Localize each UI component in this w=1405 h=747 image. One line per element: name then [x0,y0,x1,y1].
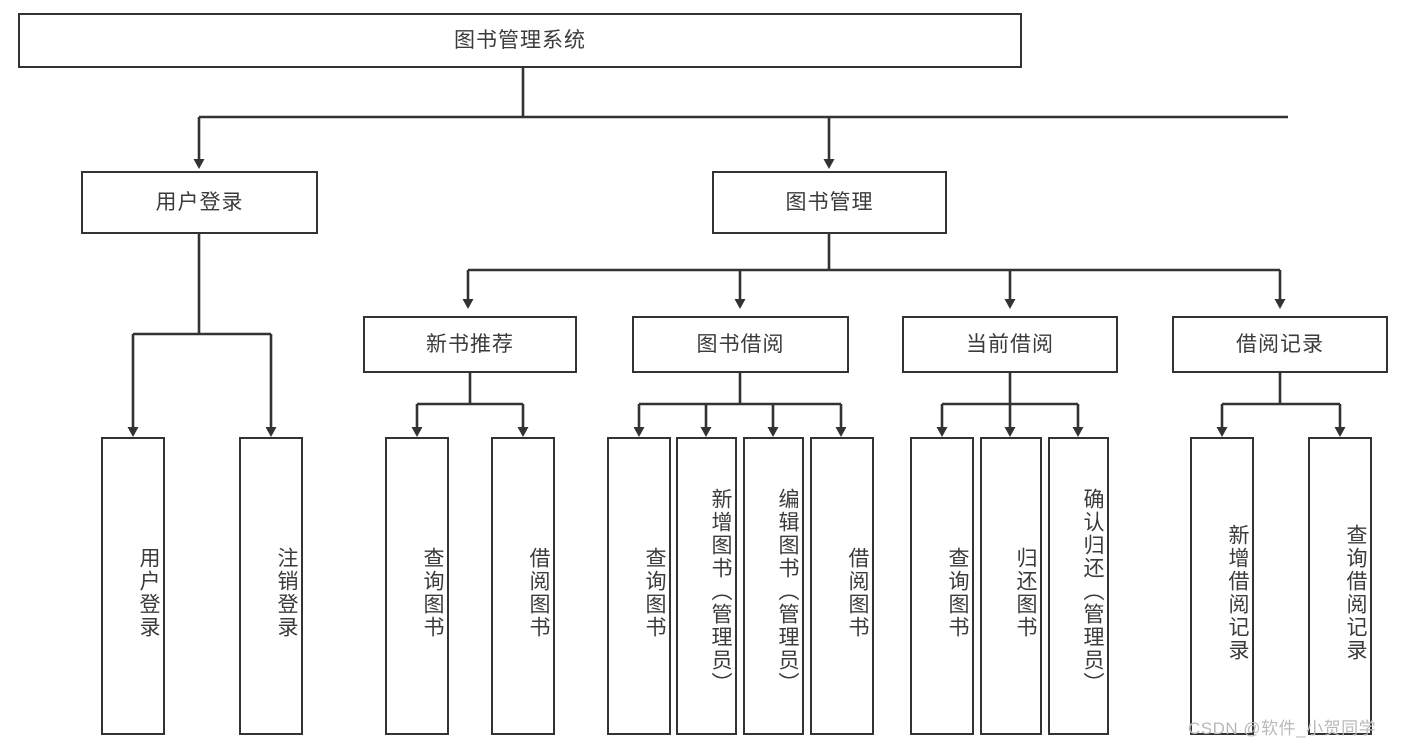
node-book-borrow-label: 图书借阅 [696,332,785,356]
node-leaf-user-logout-label: 注销登录 [275,547,298,639]
node-leaf-user-logout[interactable]: 注销登录 [239,437,303,735]
node-leaf-query-book-3[interactable]: 查询图书 [910,437,974,735]
node-leaf-confirm-return[interactable]: 确认归还（管理员） [1048,437,1109,735]
node-leaf-query-book-2[interactable]: 查询图书 [607,437,671,735]
node-new-book-recommend-label: 新书推荐 [426,332,514,356]
node-leaf-return-book-label: 归还图书 [1014,547,1037,639]
node-current-borrow[interactable]: 当前借阅 [902,316,1118,373]
node-root[interactable]: 图书管理系统 [18,13,1022,68]
node-leaf-query-book-2-label: 查询图书 [643,547,666,639]
node-leaf-query-book-3-label: 查询图书 [946,547,969,639]
node-leaf-borrow-book-1-label: 借阅图书 [527,547,550,639]
node-book-management[interactable]: 图书管理 [712,171,947,234]
node-leaf-add-book[interactable]: 新增图书（管理员） [676,437,737,735]
node-leaf-edit-book[interactable]: 编辑图书（管理员） [743,437,804,735]
node-current-borrow-label: 当前借阅 [966,332,1054,356]
node-borrow-record-label: 借阅记录 [1236,332,1324,356]
node-leaf-user-login-label: 用户登录 [137,547,160,639]
node-leaf-borrow-book-2-label: 借阅图书 [846,547,869,639]
node-leaf-borrow-book-1[interactable]: 借阅图书 [491,437,555,735]
node-new-book-recommend[interactable]: 新书推荐 [363,316,577,373]
node-leaf-borrow-book-2[interactable]: 借阅图书 [810,437,874,735]
node-borrow-record[interactable]: 借阅记录 [1172,316,1388,373]
node-book-management-label: 图书管理 [785,190,874,214]
node-leaf-edit-book-label: 编辑图书（管理员） [776,487,799,695]
node-root-label: 图书管理系统 [454,28,586,52]
node-leaf-add-record-label: 新增借阅记录 [1226,524,1249,662]
node-leaf-query-book-1-label: 查询图书 [421,547,444,639]
node-leaf-user-login[interactable]: 用户登录 [101,437,165,735]
node-leaf-query-book-1[interactable]: 查询图书 [385,437,449,735]
node-leaf-query-record[interactable]: 查询借阅记录 [1308,437,1372,735]
watermark: CSDN @软件_小贺同学 [1188,719,1377,738]
node-user-login-label: 用户登录 [155,190,244,214]
node-leaf-add-book-label: 新增图书（管理员） [709,487,732,695]
node-user-login[interactable]: 用户登录 [81,171,318,234]
node-leaf-return-book[interactable]: 归还图书 [980,437,1042,735]
node-leaf-confirm-return-label: 确认归还（管理员） [1081,487,1104,695]
node-book-borrow[interactable]: 图书借阅 [632,316,849,373]
node-leaf-query-record-label: 查询借阅记录 [1344,524,1367,662]
node-leaf-add-record[interactable]: 新增借阅记录 [1190,437,1254,735]
